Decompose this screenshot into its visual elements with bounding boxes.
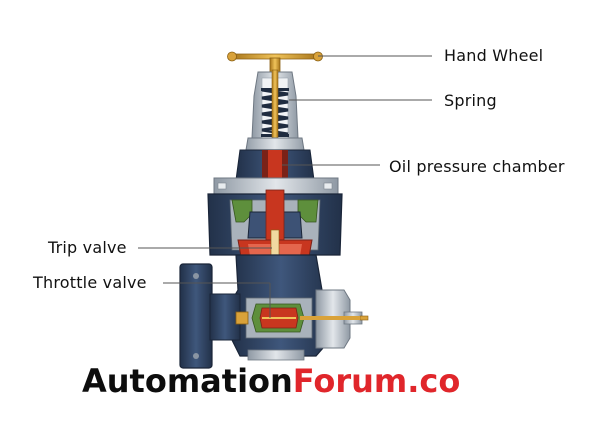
- oil-pressure-chamber-label: Oil pressure chamber: [389, 157, 565, 176]
- brand-part-automation: Automation: [82, 362, 293, 400]
- hand-wheel-label: Hand Wheel: [444, 46, 544, 65]
- brand-watermark: AutomationForum.co: [82, 362, 460, 400]
- brand-part-forum: Forum.co: [292, 362, 461, 400]
- oil-pressure-chamber-part: [235, 137, 315, 181]
- outlet-flange: [300, 289, 369, 349]
- bottom-cap: [247, 349, 305, 361]
- hand-wheel-part: [227, 51, 323, 73]
- trip-valve-label: Trip valve: [48, 238, 127, 257]
- spring-label: Spring: [444, 91, 497, 110]
- inlet-flange: [179, 263, 241, 369]
- throttle-valve-label: Throttle valve: [33, 273, 147, 292]
- leader-lines: [138, 55, 432, 318]
